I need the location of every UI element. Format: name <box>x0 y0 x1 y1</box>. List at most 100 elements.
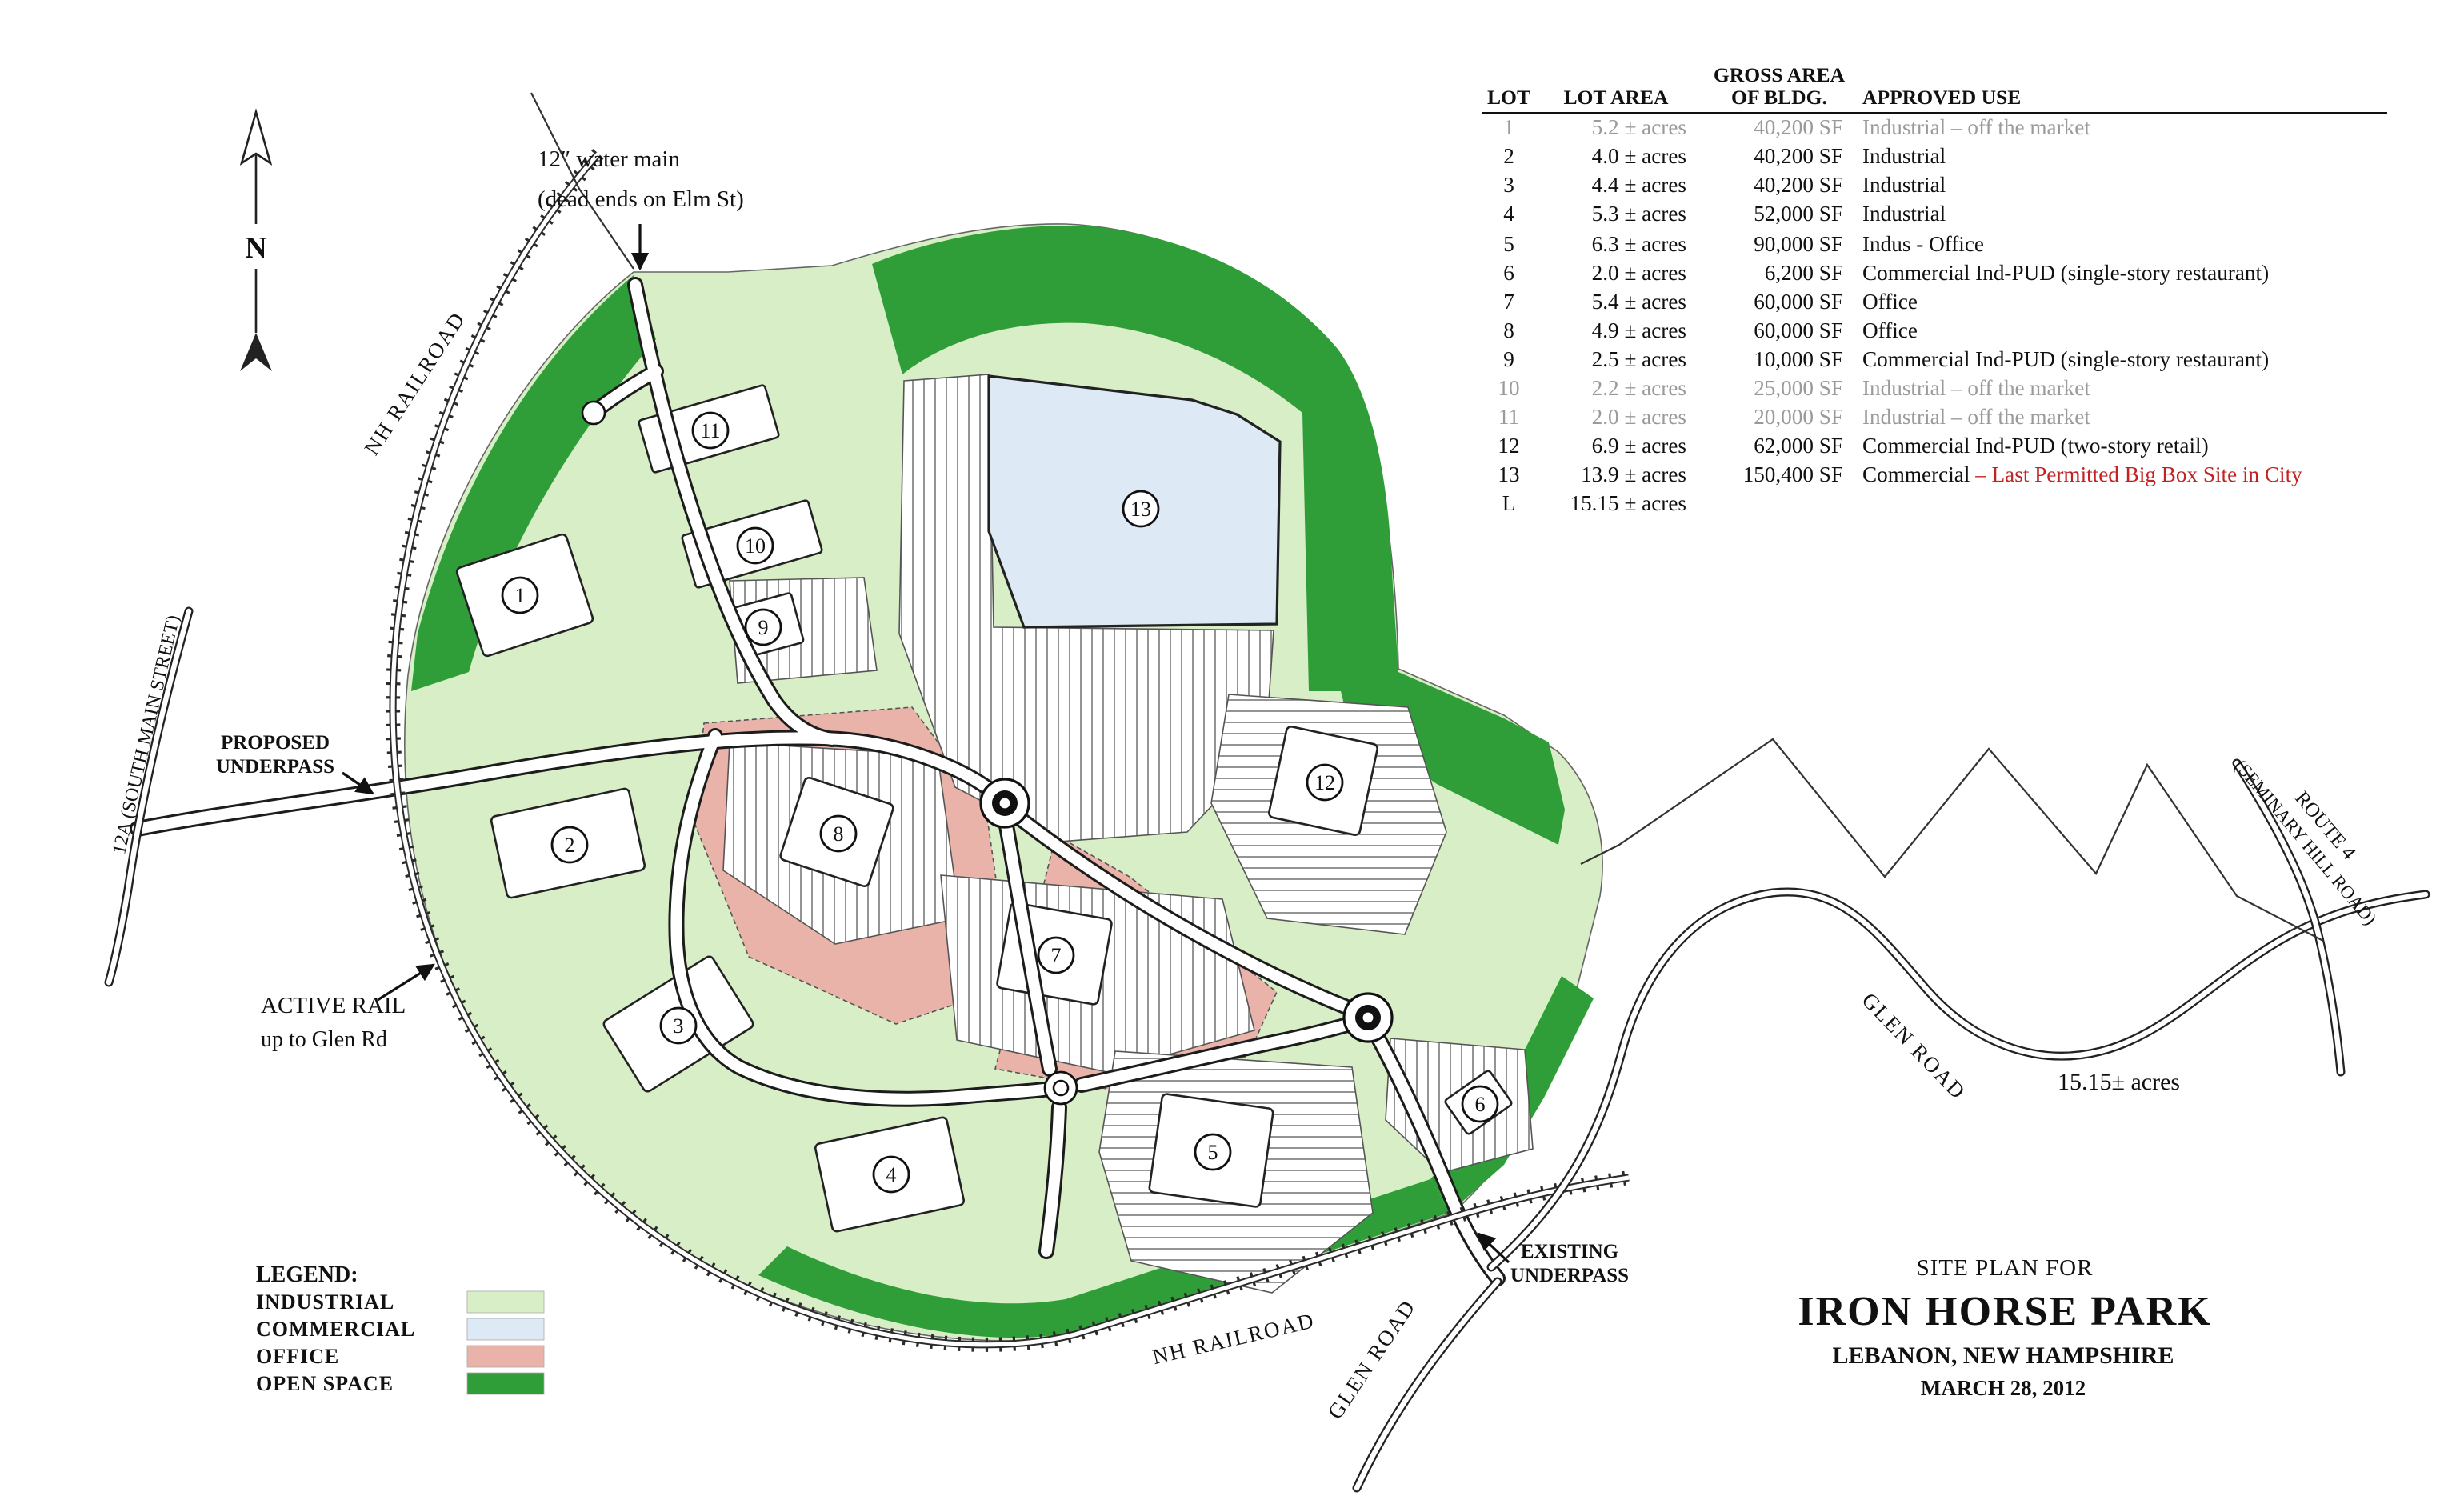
roundabout-west <box>979 778 1030 829</box>
culdesac-stub <box>596 366 662 412</box>
lot-marker-13: 13 <box>1122 490 1160 528</box>
water-main-line <box>530 92 634 270</box>
glen-road-east <box>1488 889 2429 1270</box>
nh-railroad-label-bottom: NH RAILROAD <box>1150 1308 1318 1369</box>
lot-marker-3: 3 <box>659 1006 698 1045</box>
use-text: Commercial <box>1862 462 1976 487</box>
legend-label-open-space: OPEN SPACE <box>256 1372 394 1395</box>
svg-text:1: 1 <box>515 584 526 607</box>
connector-road <box>1001 820 1055 1074</box>
outside-roads <box>104 92 2430 1493</box>
route-12a-road <box>106 608 192 986</box>
legend-label-commercial: COMMERCIAL <box>256 1318 415 1341</box>
lot-summary-table: LOT LOT AREA GROSS AREA OF BLDG. APPROVE… <box>1482 64 2387 519</box>
main-entry-road <box>132 732 994 834</box>
south-stub-road <box>1041 1102 1065 1257</box>
open-space-area-south <box>758 1179 1450 1338</box>
culdesac <box>581 400 606 426</box>
existing-underpass-label-line2: UNDERPASS <box>1510 1265 1629 1286</box>
lot-marker-5: 5 <box>1194 1133 1232 1171</box>
title-date: MARCH 28, 2012 <box>1921 1376 2086 1400</box>
east-loop-road <box>1076 1018 1356 1090</box>
lot-marker-11: 11 <box>691 411 730 450</box>
west-loop-road <box>670 730 1049 1105</box>
legend-swatch-industrial <box>466 1290 545 1314</box>
glen-road-south <box>1354 1278 1501 1491</box>
active-rail-arrow <box>377 963 435 1002</box>
legend-swatch-commercial <box>466 1318 545 1341</box>
north-arrow-icon: N <box>239 108 273 371</box>
header-gross-line1: GROSS AREA <box>1713 64 1846 86</box>
legend: LEGEND: INDUSTRIAL COMMERCIAL OFFICE OPE… <box>256 1262 545 1395</box>
svg-text:12: 12 <box>1314 771 1335 794</box>
nh-railroad-label-left: NH RAILROAD <box>359 307 470 459</box>
legend-title: LEGEND: <box>256 1262 358 1287</box>
open-space-area-north <box>872 225 1565 845</box>
legend-swatch-open-space <box>466 1372 545 1395</box>
legend-swatch-office <box>466 1345 545 1368</box>
use-highlight-text: – Last Permitted Big Box Site in City <box>1975 462 2302 487</box>
svg-text:2: 2 <box>565 834 575 857</box>
central-road <box>1015 814 1354 1014</box>
lot-marker-12: 12 <box>1306 763 1344 802</box>
south-exit-road <box>1374 1034 1503 1284</box>
svg-text:4: 4 <box>886 1163 897 1186</box>
lot-marker-6: 6 <box>1461 1085 1499 1123</box>
table-header-row: LOT LOT AREA GROSS AREA OF BLDG. APPROVE… <box>1482 64 2387 114</box>
header-gross-line2: OF BLDG. <box>1731 86 1827 110</box>
proposed-underpass-arrow <box>342 771 374 795</box>
svg-text:11: 11 <box>700 419 720 442</box>
water-main-label-line1: 12″ water main <box>538 146 680 172</box>
svg-text:6: 6 <box>1475 1093 1486 1116</box>
legend-label-industrial: INDUSTRIAL <box>256 1290 394 1314</box>
lot-marker-2: 2 <box>550 826 589 864</box>
proposed-underpass-label-line1: PROPOSED <box>221 732 330 754</box>
proposed-underpass-label-line2: UNDERPASS <box>216 756 334 778</box>
roundabout-east <box>1342 992 1394 1043</box>
svg-text:8: 8 <box>834 822 844 846</box>
title-block: SITE PLAN FOR IRON HORSE PARK LEBANON, N… <box>1798 1255 2211 1400</box>
legend-label-office: OFFICE <box>256 1345 339 1368</box>
lot-marker-8: 8 <box>819 814 858 853</box>
svg-text:7: 7 <box>1051 944 1062 967</box>
glen-road-label-right: GLEN ROAD <box>1858 988 1971 1104</box>
property-boundary-zigzag <box>1580 738 2324 942</box>
north-label: N <box>245 231 266 265</box>
route-4-road <box>2234 760 2344 1075</box>
svg-text:3: 3 <box>674 1014 684 1038</box>
roads <box>130 277 1506 1286</box>
active-rail-label-line2: up to Glen Rd <box>261 1027 387 1052</box>
lot-marker-10: 10 <box>736 526 774 565</box>
lot-marker-9: 9 <box>744 608 782 646</box>
north-entry-road <box>630 279 838 745</box>
header-gross-area: GROSS AREA OF BLDG. <box>1696 64 1862 114</box>
railroad <box>386 149 1630 1352</box>
title-line3: LEBANON, NEW HAMPSHIRE <box>1832 1342 2174 1369</box>
lot-marker-4: 4 <box>872 1155 910 1194</box>
header-approved-use: APPROVED USE <box>1862 64 2387 114</box>
svg-text:5: 5 <box>1208 1141 1218 1164</box>
svg-text:10: 10 <box>745 534 766 558</box>
header-lot: LOT <box>1482 64 1536 114</box>
water-main-label-line2: (dead ends on Elm St) <box>538 186 744 212</box>
existing-underpass-label-line1: EXISTING <box>1521 1241 1618 1262</box>
header-lot-area: LOT AREA <box>1536 64 1696 114</box>
page-title: IRON HORSE PARK <box>1798 1289 2211 1334</box>
lot-marker-1: 1 <box>501 576 539 614</box>
existing-underpass-arrow <box>1477 1232 1510 1264</box>
